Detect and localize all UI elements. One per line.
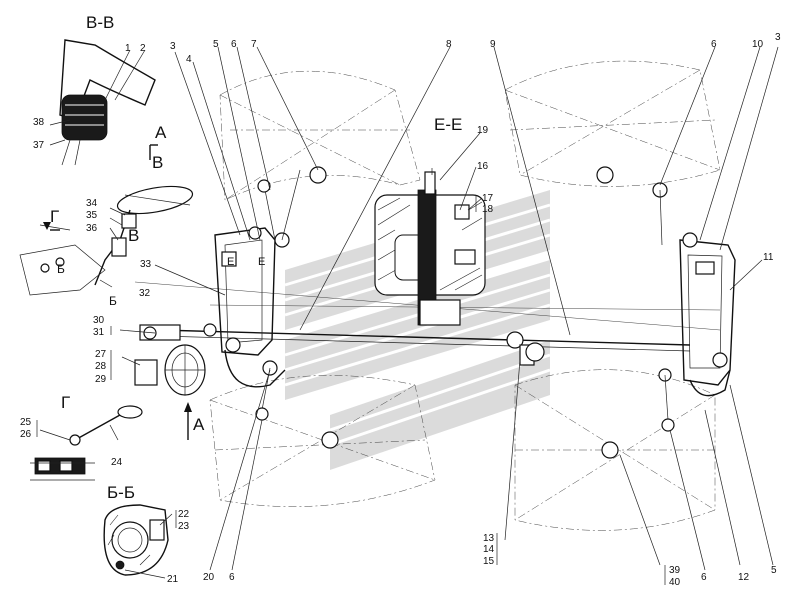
callout-10: 10 (752, 39, 764, 50)
section-title-ee: Е-Е (434, 115, 462, 134)
callout-23: 23 (178, 521, 190, 532)
callout-28: 28 (95, 361, 107, 372)
section-mark-b-1: Б (57, 262, 65, 276)
callout-18: 18 (482, 204, 494, 215)
callout-40: 40 (669, 577, 681, 588)
view-mark-g: Г (50, 207, 59, 226)
callout-3-left: 3 (170, 41, 176, 52)
section-title-bb: Б-Б (107, 483, 135, 502)
callout-6-top-left: 6 (231, 39, 237, 50)
callout-36: 36 (86, 223, 98, 234)
callout-2: 2 (140, 43, 146, 54)
tie-rod-ends (203, 323, 545, 366)
callout-16: 16 (477, 161, 489, 172)
section-mark-b-2: Б (109, 294, 117, 308)
callout-1: 1 (125, 43, 131, 54)
callout-8: 8 (446, 39, 452, 50)
section-mark-v-top: В (152, 153, 163, 172)
callout-15: 15 (483, 556, 495, 567)
section-title-vv: В-В (86, 13, 114, 32)
callout-20: 20 (203, 572, 215, 583)
callout-3-right: 3 (775, 32, 781, 43)
callout-6-top-right: 6 (711, 39, 717, 50)
callout-4: 4 (186, 54, 192, 65)
wheel-front-right (504, 60, 721, 187)
view-g-detail (30, 405, 143, 481)
callout-6-bottom-right: 6 (701, 572, 707, 583)
callout-32: 32 (139, 288, 151, 299)
callout-22: 22 (178, 509, 190, 520)
view-title-g: Г (61, 393, 70, 412)
callout-25: 25 (20, 417, 32, 428)
wheel-front-left (219, 71, 421, 201)
callout-5-top: 5 (213, 39, 219, 50)
callout-26: 26 (20, 429, 32, 440)
callout-35: 35 (86, 210, 98, 221)
callout-30: 30 (93, 315, 105, 326)
view-label-a-top: А (155, 123, 167, 142)
callout-14: 14 (483, 544, 495, 555)
view-arrows (43, 144, 192, 440)
callout-13: 13 (483, 533, 495, 544)
leader-lines (39, 46, 779, 579)
right-knuckle (596, 166, 736, 459)
callout-11: 11 (763, 252, 774, 263)
callout-6-bottom-left: 6 (229, 572, 235, 583)
callout-19: 19 (477, 125, 489, 136)
callout-7: 7 (251, 39, 257, 50)
callout-24: 24 (111, 457, 123, 468)
view-label-a-bottom: А (193, 415, 205, 434)
callout-21: 21 (167, 574, 179, 585)
steering-column-view (19, 185, 194, 296)
callout-37: 37 (33, 140, 45, 151)
callout-31: 31 (93, 327, 105, 338)
callout-12: 12 (738, 572, 750, 583)
section-ee-detail (374, 168, 486, 326)
section-bb-detail (103, 504, 169, 576)
section-vv-detail (59, 39, 156, 166)
callout-9: 9 (490, 39, 496, 50)
section-mark-v-mid: В (128, 226, 139, 245)
callout-brackets (36, 195, 666, 585)
callout-34: 34 (86, 198, 98, 209)
callout-17: 17 (482, 193, 494, 204)
section-mark-e-2: Е (258, 256, 265, 268)
callout-39: 39 (669, 565, 681, 576)
callout-27: 27 (95, 349, 107, 360)
left-knuckle (214, 166, 339, 449)
callout-38: 38 (33, 117, 45, 128)
callout-29: 29 (95, 374, 107, 385)
steering-wheel (134, 324, 206, 396)
callout-33: 33 (140, 259, 152, 270)
callout-5-bottom: 5 (771, 565, 777, 576)
section-mark-e-1: Е (227, 256, 234, 268)
